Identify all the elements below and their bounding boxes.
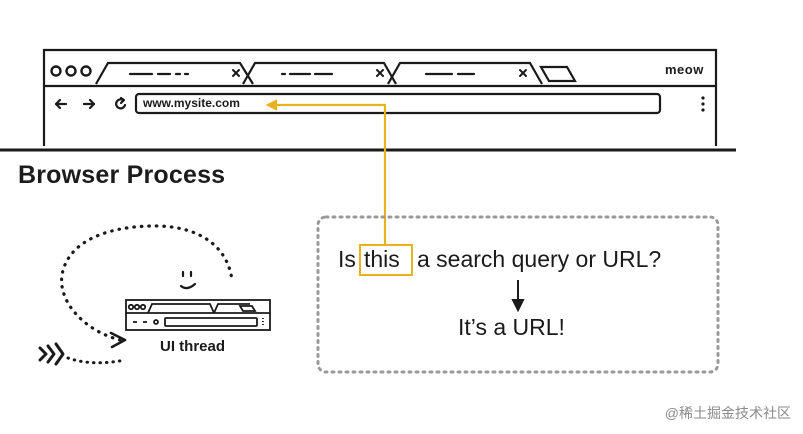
answer-text: It’s a URL! [458, 314, 565, 340]
motion-lines-icon [38, 342, 65, 366]
forward-arrow-icon [82, 98, 96, 110]
highlight-connector [265, 99, 387, 246]
question-panel [316, 215, 720, 374]
thread-loop [59, 224, 234, 342]
highlight-box [359, 244, 413, 276]
question-prefix: Is [338, 246, 356, 272]
tab-2 [242, 61, 397, 85]
smiley-face-icon [179, 270, 197, 290]
ui-thread-label: UI thread [160, 338, 226, 355]
tab-1-close-icon [232, 69, 240, 77]
thread-loop-arrowhead [109, 331, 127, 349]
browser-brand: meow [665, 62, 704, 77]
question-suffix: a search query or URL? [417, 246, 662, 272]
thread-trail [66, 356, 127, 365]
address-bar [134, 92, 662, 115]
question-highlighted-word: this [364, 246, 400, 272]
tab-3 [387, 61, 543, 85]
watermark: @稀土掘金技术社区 [664, 405, 791, 421]
tab-3-close-icon [519, 69, 527, 77]
browser-window [42, 48, 718, 146]
address-bar-url: www.mysite.com [143, 96, 240, 110]
reload-icon [115, 96, 127, 110]
back-arrow-icon [54, 98, 68, 110]
menu-dots-icon [701, 96, 705, 112]
tab-2-close-icon [376, 69, 384, 77]
diagram-title: Browser Process [18, 161, 226, 189]
window-controls-icon [50, 65, 92, 77]
tab-1 [95, 61, 254, 85]
mini-browser-icon [125, 299, 271, 331]
down-arrow-icon [511, 280, 525, 313]
new-tab-icon [539, 65, 577, 83]
